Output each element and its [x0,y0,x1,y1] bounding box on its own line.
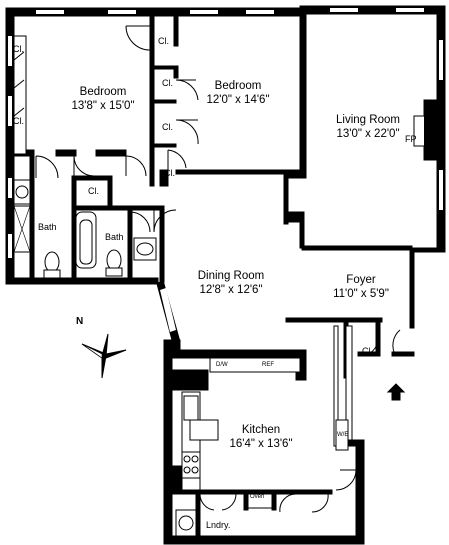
north-compass [81,333,127,379]
room-label-foyer: Foyer 11'0" x 5'9" [298,274,424,302]
fireplace [423,99,439,161]
room-name: Bedroom [214,80,262,92]
exterior-wall-bottom-left [5,277,159,285]
room-label-living-room: Living Room 13'0" x 22'0" [316,114,420,142]
room-dimensions: 13'8" x 15'0" [71,99,135,112]
room-name: Foyer [346,274,376,286]
north-label: N [76,316,84,327]
room-name: Kitchen [241,424,281,436]
closet-label: Cl. [13,44,24,54]
closet-label: Cl. [88,186,99,196]
closet-label: Cl. [362,346,373,356]
fireplace-label: FP [405,134,417,144]
closet-label: Cl. [162,78,173,88]
closet-label: Cl. [164,168,175,178]
toilet-right [106,249,122,271]
room-label-kitchen: Kitchen 16'4" x 13'6" [206,424,316,452]
oven-label: Oven [250,494,265,500]
closet-label: Cl. [162,122,173,132]
room-dimensions: 13'0" x 22'0" [336,127,400,140]
dishwasher-label: D/W [216,362,228,368]
closet-label: Cl. [158,36,169,46]
washer-label: W/E [337,432,349,438]
room-label-dining-room: Dining Room 12'8" x 12'6" [176,270,286,298]
laundry-label: Lndry. [206,520,231,530]
room-dimensions: 11'0" x 5'9" [333,287,389,300]
toilet-left [44,251,60,273]
room-name: Living Room [336,114,400,126]
bath-label: Bath [38,222,57,232]
room-label-bedroom-2: Bedroom 12'0" x 14'6" [178,80,298,108]
entry-arrow [386,383,406,401]
room-label-bedroom-1: Bedroom 13'8" x 15'0" [48,86,158,114]
room-dimensions: 12'8" x 12'6" [199,283,263,296]
room-name: Dining Room [197,270,265,282]
room-dimensions: 12'0" x 14'6" [206,93,270,106]
room-dimensions: 16'4" x 13'6" [229,437,293,450]
room-name: Bedroom [79,86,127,98]
bath-label: Bath [105,232,124,242]
closet-label: Cl. [13,116,24,126]
refrigerator-label: REF [262,362,274,368]
